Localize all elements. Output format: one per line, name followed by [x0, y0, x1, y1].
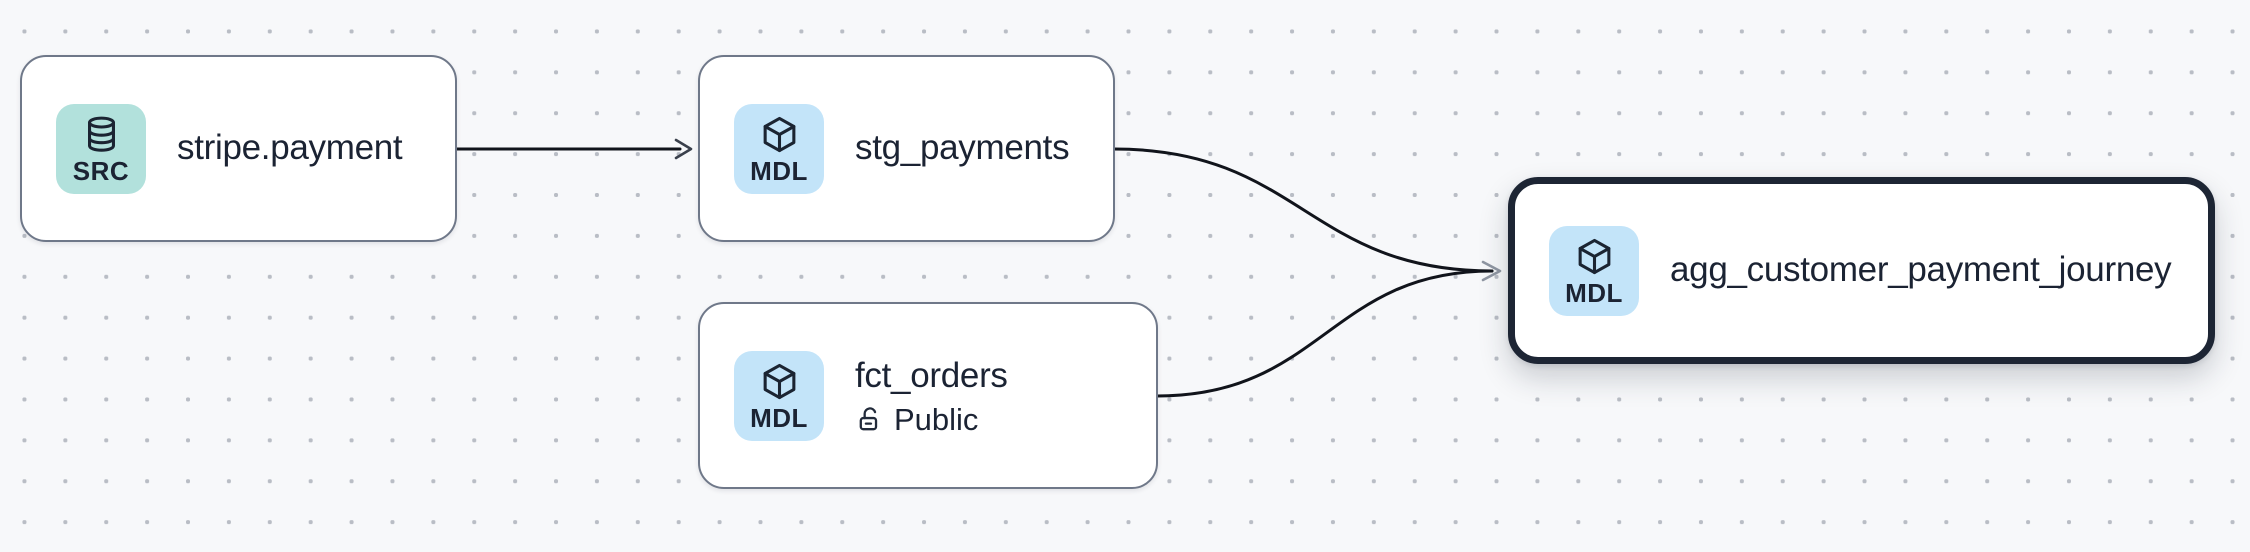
lineage-node-stripe-payment[interactable]: SRC stripe.payment: [20, 55, 457, 242]
arrowhead-into-agg: [1481, 260, 1502, 282]
node-title: stripe.payment: [177, 128, 403, 168]
cube-icon: [763, 116, 795, 152]
database-icon: [87, 116, 115, 152]
node-type-badge-mdl: MDL: [1549, 225, 1639, 316]
edge-stg-payments-to-agg: [1112, 147, 1494, 273]
lineage-node-stg-payments[interactable]: MDL stg_payments: [698, 55, 1115, 242]
badge-label: MDL: [750, 155, 808, 186]
cube-icon: [1578, 238, 1610, 274]
edge-fct-orders-to-agg: [1155, 269, 1494, 398]
access-label: Public: [894, 402, 979, 438]
node-type-badge-src: SRC: [56, 103, 146, 194]
cube-icon: [763, 363, 795, 399]
lineage-node-fct-orders[interactable]: MDL fct_orders Public: [698, 302, 1158, 489]
badge-label: MDL: [1565, 277, 1623, 308]
badge-label: SRC: [72, 155, 130, 186]
node-title: agg_customer_payment_journey: [1670, 250, 2172, 290]
node-type-badge-mdl: MDL: [734, 103, 824, 194]
arrowhead-into-stg-payments: [674, 138, 693, 160]
lineage-node-agg-customer-payment-journey[interactable]: MDL agg_customer_payment_journey: [1508, 177, 2215, 364]
access-row: Public: [855, 404, 1008, 435]
node-title: stg_payments: [855, 128, 1070, 168]
node-type-badge-mdl: MDL: [734, 350, 824, 441]
lock-open-icon: [859, 407, 878, 431]
badge-label: MDL: [750, 402, 808, 433]
node-title: fct_orders: [855, 355, 1008, 395]
